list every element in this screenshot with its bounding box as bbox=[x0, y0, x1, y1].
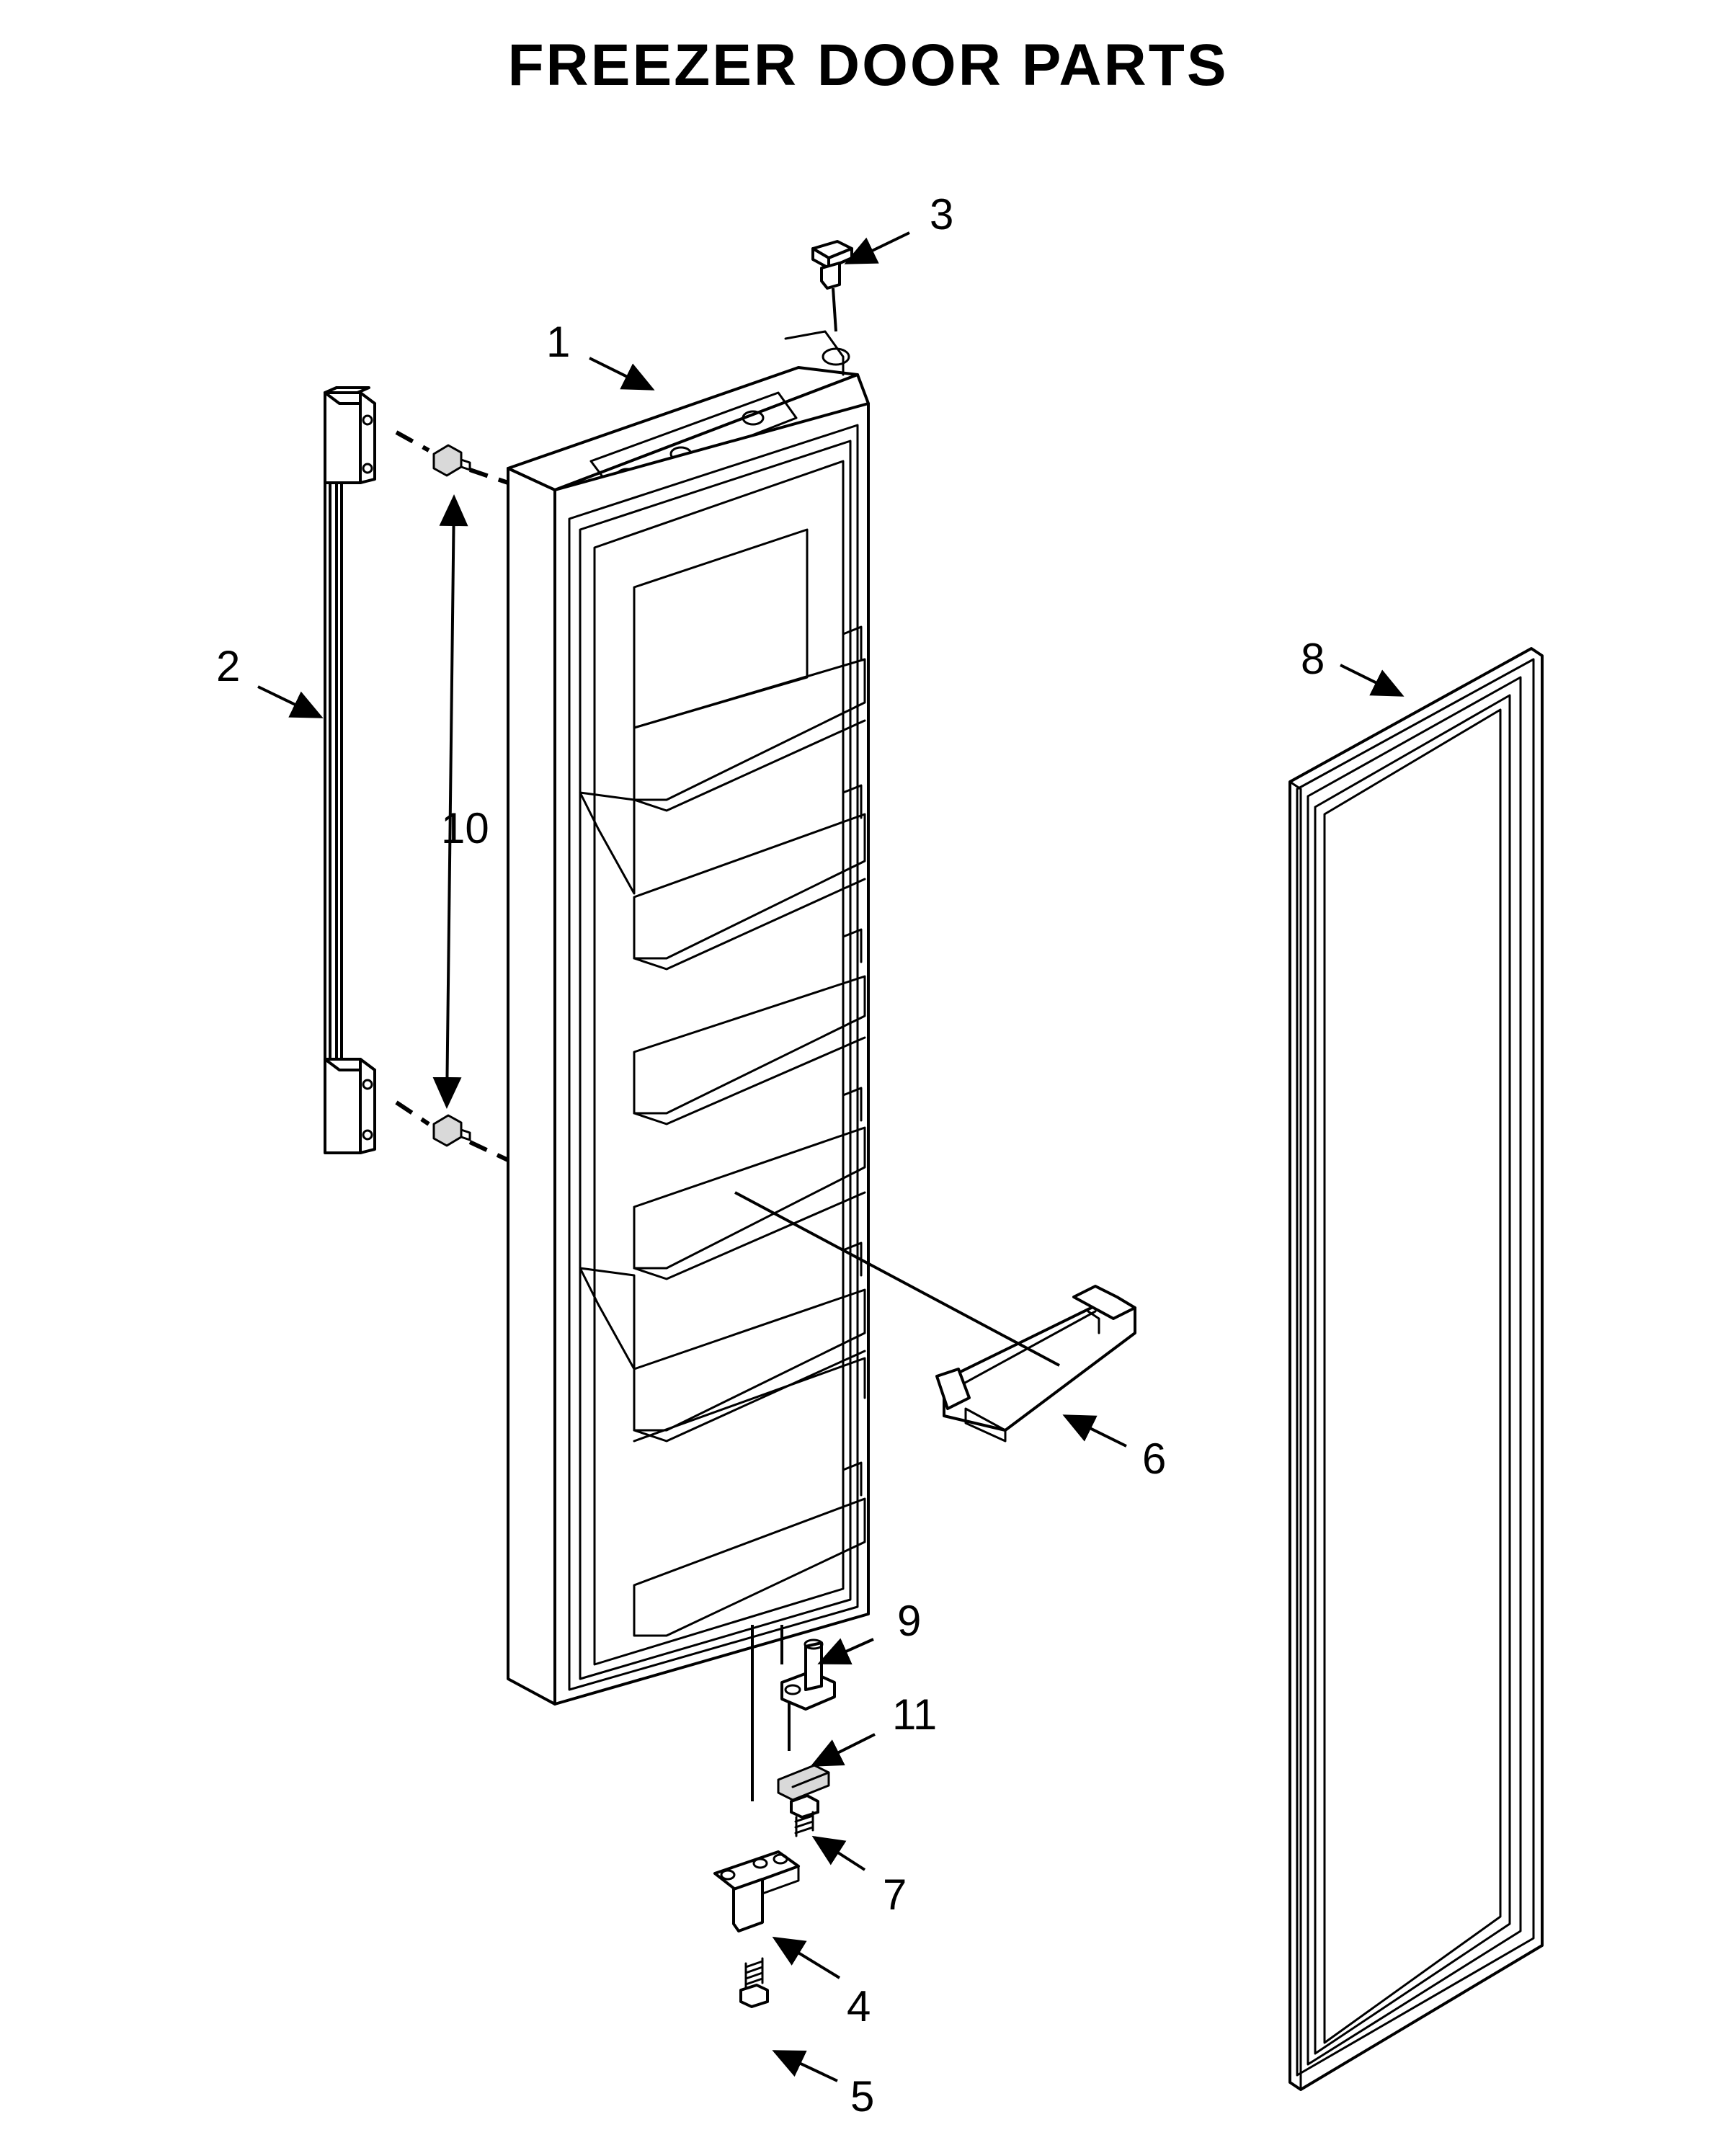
door-assembly-part bbox=[507, 330, 870, 1706]
door-bin-part bbox=[935, 1285, 1136, 1443]
callout-10: 10 bbox=[441, 804, 489, 852]
door-bin-6 bbox=[633, 1357, 866, 1637]
door-bin-3 bbox=[633, 975, 866, 1125]
callout-7: 7 bbox=[883, 1871, 907, 1919]
door-bin-2 bbox=[579, 791, 866, 971]
callout-9: 9 bbox=[897, 1597, 921, 1645]
bracket-screw-part bbox=[739, 1957, 769, 2008]
callout-1: 1 bbox=[546, 318, 570, 366]
door-bin-4 bbox=[633, 1126, 866, 1280]
callout-3: 3 bbox=[930, 190, 953, 238]
hinge-pin-part bbox=[780, 1639, 836, 1711]
callout-5: 5 bbox=[850, 2072, 874, 2121]
callout-4: 4 bbox=[847, 1982, 871, 2030]
hinge-shim-part bbox=[777, 1764, 830, 1801]
callout-2: 2 bbox=[216, 642, 240, 690]
hinge-screw-part bbox=[790, 1794, 819, 1837]
hinge-bushing-part bbox=[811, 240, 853, 332]
bin-pointer-line bbox=[734, 1191, 1060, 1367]
handle-alignment-lines bbox=[395, 430, 509, 1162]
page-title: FREEZER DOOR PARTS bbox=[507, 32, 1229, 98]
callout-11: 11 bbox=[892, 1690, 937, 1739]
door-gasket-part bbox=[1288, 647, 1544, 2091]
hinge-bracket-part bbox=[713, 1850, 800, 1932]
door-handle-part bbox=[324, 386, 376, 1154]
callout-leaders bbox=[257, 231, 1405, 2082]
callout-8: 8 bbox=[1301, 635, 1325, 683]
handle-stud-part bbox=[432, 444, 471, 1147]
callout-6: 6 bbox=[1142, 1435, 1166, 1483]
door-bin-1 bbox=[633, 658, 866, 812]
